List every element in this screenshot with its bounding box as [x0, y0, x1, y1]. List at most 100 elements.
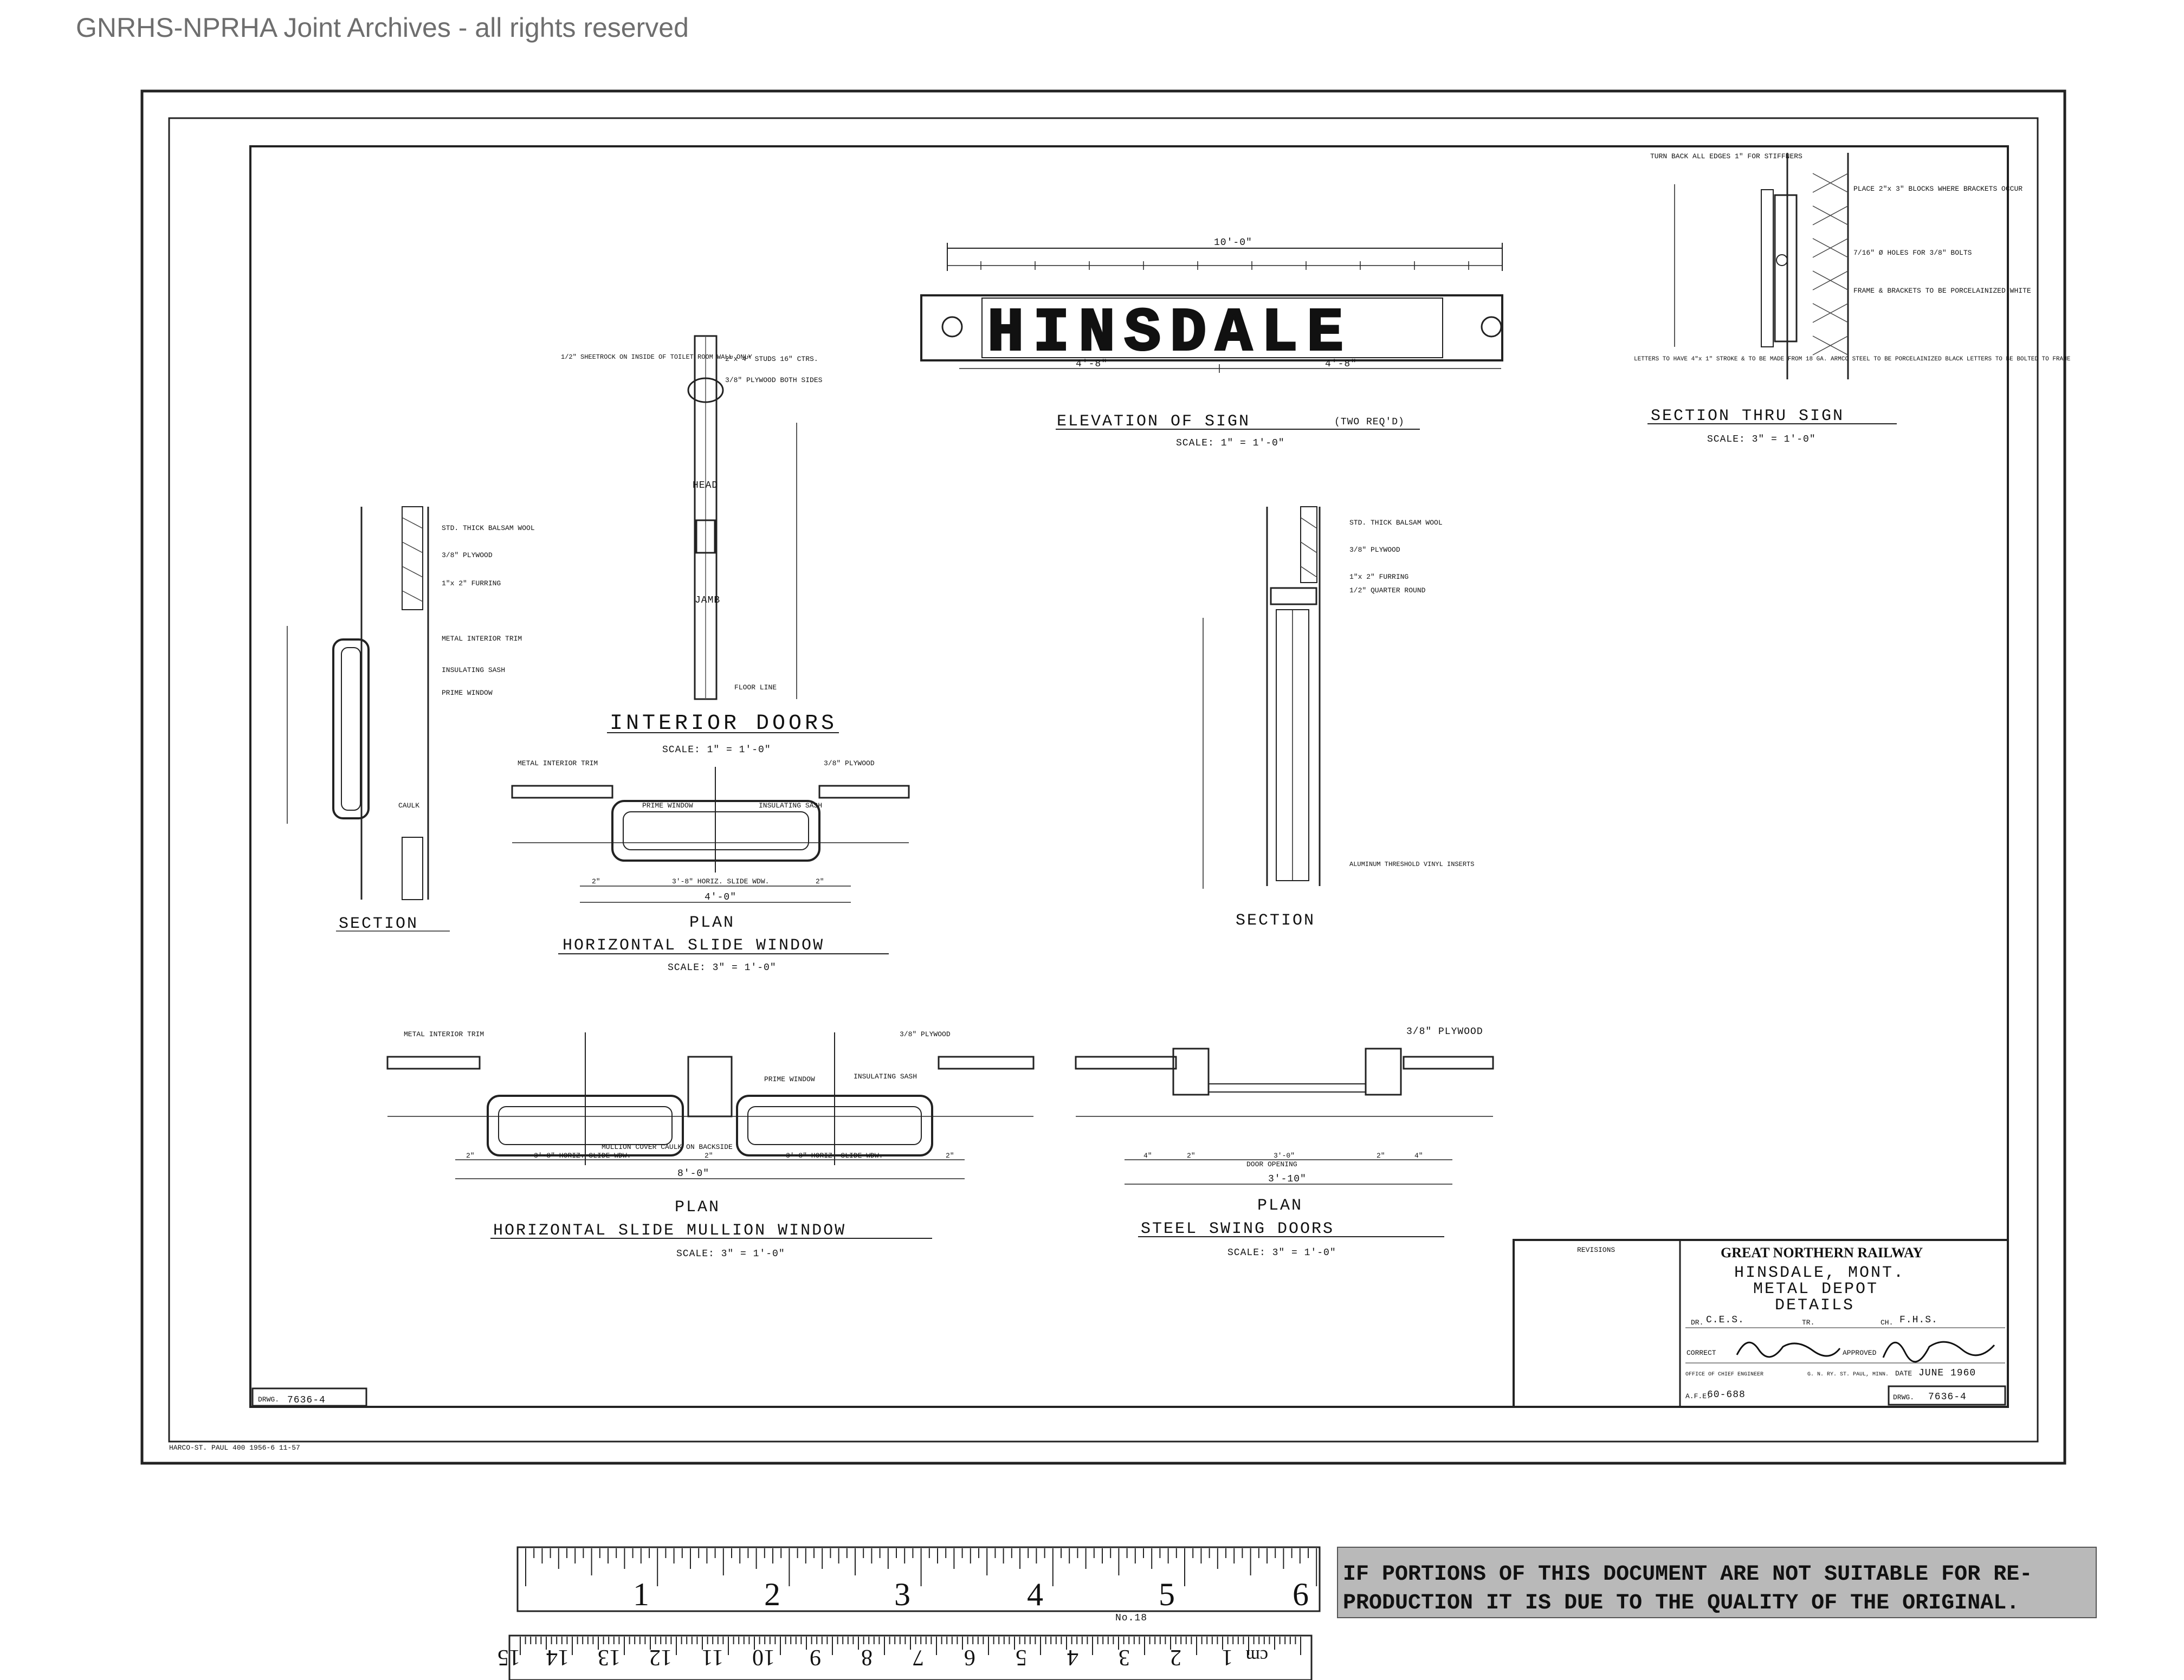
sign-section-note-letters: LETTERS TO HAVE 4"x 1" STROKE & TO BE MA…: [1634, 356, 2071, 363]
svg-text:TR.: TR.: [1802, 1319, 1814, 1327]
sign-section-note-blocks: PLACE 2"x 3" BLOCKS WHERE BRACKETS OCCUR: [1853, 185, 2023, 193]
title-block: REVISIONS GREAT NORTHERN RAILWAY HINSDAL…: [1513, 1239, 2009, 1408]
ruler: 1 2 3 4 5 6 No.18 cm 1 2 3 4 5 6 7 8 9 1…: [497, 1546, 1321, 1680]
svg-text:DOOR OPENING: DOOR OPENING: [1246, 1160, 1297, 1168]
drawn-by: C.E.S.: [1706, 1315, 1744, 1326]
svg-text:4": 4": [1143, 1152, 1152, 1160]
quality-stamp-line1: IF PORTIONS OF THIS DOCUMENT ARE NOT SUI…: [1343, 1562, 2032, 1587]
ruler-number: 3: [894, 1576, 910, 1612]
svg-text:HEAD: HEAD: [693, 480, 718, 491]
ruler-number: 7: [913, 1645, 924, 1670]
sign-section-note-frame: FRAME & BRACKETS TO BE PORCELAINIZED WHI…: [1853, 287, 2031, 295]
svg-text:2"x 4" STUDS 16" CTRS.: 2"x 4" STUDS 16" CTRS.: [725, 355, 818, 363]
svg-text:INSULATING SASH: INSULATING SASH: [442, 666, 505, 674]
svg-text:METAL INTERIOR TRIM: METAL INTERIOR TRIM: [404, 1030, 484, 1038]
window-section-title: SECTION: [339, 915, 418, 933]
ruler-number: 15: [497, 1645, 520, 1670]
svg-text:METAL INTERIOR TRIM: METAL INTERIOR TRIM: [442, 635, 522, 643]
hsw-scale: SCALE: 3" = 1'-0": [668, 962, 777, 973]
svg-text:INSULATING SASH: INSULATING SASH: [854, 1072, 917, 1081]
sign-elevation-qualifier: (TWO REQ'D): [1334, 417, 1405, 428]
svg-text:4": 4": [1414, 1152, 1423, 1160]
quality-stamp: IF PORTIONS OF THIS DOCUMENT ARE NOT SUI…: [1337, 1547, 2097, 1618]
svg-text:3/8" PLYWOOD: 3/8" PLYWOOD: [442, 551, 493, 559]
ruler-number: 5: [1016, 1645, 1027, 1670]
door-section: STD. THICK BALSAM WOOL 3/8" PLYWOOD 1"x …: [1203, 506, 1474, 930]
svg-text:1/2" QUARTER ROUND: 1/2" QUARTER ROUND: [1349, 586, 1426, 595]
afe-number: 60-688: [1707, 1390, 1746, 1400]
ruler-cm-unit: cm: [1245, 1646, 1268, 1666]
ruler-number: 2: [1170, 1645, 1181, 1670]
svg-text:3'-8" HORIZ. SLIDE WDW.: 3'-8" HORIZ. SLIDE WDW.: [534, 1152, 631, 1160]
sign-letters: HINSDALE: [987, 299, 1353, 368]
ruler-number: 5: [1159, 1576, 1175, 1612]
svg-text:3/8" PLYWOOD: 3/8" PLYWOOD: [1349, 546, 1400, 554]
svg-text:1/2" SHEETROCK ON INSIDE OF TO: 1/2" SHEETROCK ON INSIDE OF TOILET ROOM …: [561, 353, 752, 361]
sign-elevation-scale: SCALE: 1" = 1'-0": [1176, 438, 1285, 449]
ruler-model: No.18: [1115, 1613, 1147, 1624]
title-drawing-number: 7636-4: [1928, 1392, 1967, 1403]
interior-doors: 1/2" SHEETROCK ON INSIDE OF TOILET ROOM …: [561, 335, 839, 755]
ruler-number: 9: [810, 1645, 821, 1670]
svg-text:2": 2": [1377, 1152, 1385, 1160]
svg-text:DRWG.: DRWG.: [1893, 1393, 1914, 1401]
ruler-number: 12: [649, 1645, 672, 1670]
ruler-number: 13: [598, 1645, 621, 1670]
sign-bolt-hole-left: [941, 316, 963, 338]
svg-text:OFFICE OF CHIEF ENGINEER: OFFICE OF CHIEF ENGINEER: [1685, 1372, 1763, 1378]
drawing-subject: DETAILS: [1775, 1296, 1855, 1315]
ruler-number: 1: [1222, 1645, 1233, 1670]
hsw-title: HORIZONTAL SLIDE WINDOW: [563, 936, 824, 955]
sign-overall-dimension: 10'-0": [1214, 237, 1252, 248]
hsmw-plan-label: PLAN: [675, 1198, 720, 1217]
hsw-plan-label: PLAN: [689, 914, 735, 932]
ruler-number: 11: [702, 1645, 723, 1670]
interior-doors-title: INTERIOR DOORS: [610, 712, 837, 736]
svg-text:2": 2": [816, 877, 824, 886]
ruler-number: 2: [764, 1576, 780, 1612]
door-section-title: SECTION: [1236, 912, 1315, 930]
checked-by: F.H.S.: [1899, 1315, 1938, 1326]
horizontal-slide-window: METAL INTERIOR TRIM 3/8" PLYWOOD PRIME W…: [511, 759, 910, 973]
svg-text:INSULATING SASH: INSULATING SASH: [759, 802, 822, 810]
svg-text:DR.: DR.: [1691, 1319, 1703, 1327]
sign-section-title: SECTION THRU SIGN: [1651, 407, 1844, 425]
interior-doors-scale: SCALE: 1" = 1'-0": [662, 745, 771, 755]
svg-text:8'-0": 8'-0": [677, 1168, 709, 1179]
svg-text:3'-10": 3'-10": [1268, 1174, 1307, 1185]
ssd-scale: SCALE: 3" = 1'-0": [1227, 1248, 1336, 1258]
ruler-number: 3: [1119, 1645, 1130, 1670]
correct-signature: [1736, 1341, 1841, 1358]
svg-text:G. N. RY. ST. PAUL, MINN.: G. N. RY. ST. PAUL, MINN.: [1807, 1372, 1889, 1378]
svg-text:MULLION COVER CAULK ON BACKSID: MULLION COVER CAULK ON BACKSIDE: [602, 1143, 733, 1151]
svg-text:3'-8" HORIZ. SLIDE WDW.: 3'-8" HORIZ. SLIDE WDW.: [672, 877, 769, 886]
ruler-number: 6: [964, 1645, 975, 1670]
sign-section-note-holes: 7/16" Ø HOLES FOR 3/8" BOLTS: [1853, 249, 1972, 257]
svg-text:ALUMINUM THRESHOLD VINYL INSER: ALUMINUM THRESHOLD VINYL INSERTS: [1349, 861, 1474, 868]
svg-text:2": 2": [1187, 1152, 1196, 1160]
sign-section-scale: SCALE: 3" = 1'-0": [1707, 434, 1816, 445]
sign-elevation: 10'-0" HINSDALE 4'-8" 4'-8" ELEVATION OF…: [920, 237, 1503, 449]
ruler-number: 4: [1027, 1576, 1043, 1612]
ruler-number: 1: [633, 1576, 649, 1612]
sign-sub-dim-right: 4'-8": [1325, 359, 1357, 370]
svg-text:1"x 2" FURRING: 1"x 2" FURRING: [442, 579, 501, 587]
approved-signature: [1882, 1341, 1995, 1363]
sheet-border: [140, 89, 2066, 1465]
svg-text:DATE: DATE: [1895, 1369, 1912, 1378]
ruler-top-numbers: 1 2 3 4 5 6: [633, 1576, 1309, 1612]
svg-text:3/8" PLYWOOD: 3/8" PLYWOOD: [900, 1030, 951, 1038]
svg-text:A.F.E.: A.F.E.: [1685, 1392, 1711, 1400]
sign-sub-dim-left: 4'-8": [1076, 359, 1108, 370]
svg-text:2": 2": [705, 1152, 713, 1160]
svg-text:PRIME WINDOW: PRIME WINDOW: [442, 689, 493, 697]
svg-text:3/8" PLYWOOD: 3/8" PLYWOOD: [824, 759, 875, 767]
border-printer-note: HARCO-ST. PAUL 400 1956-6 11-57: [169, 1444, 300, 1452]
svg-text:CORRECT: CORRECT: [1687, 1349, 1716, 1357]
ruler-number: 8: [861, 1645, 873, 1670]
hsmw-title: HORIZONTAL SLIDE MULLION WINDOW: [493, 1222, 846, 1240]
hsmw-scale: SCALE: 3" = 1'-0": [676, 1249, 785, 1259]
section-thru-sign: TURN BACK ALL EDGES 1" FOR STIFFNERS PLA…: [1634, 152, 2071, 445]
svg-text:2": 2": [946, 1152, 954, 1160]
